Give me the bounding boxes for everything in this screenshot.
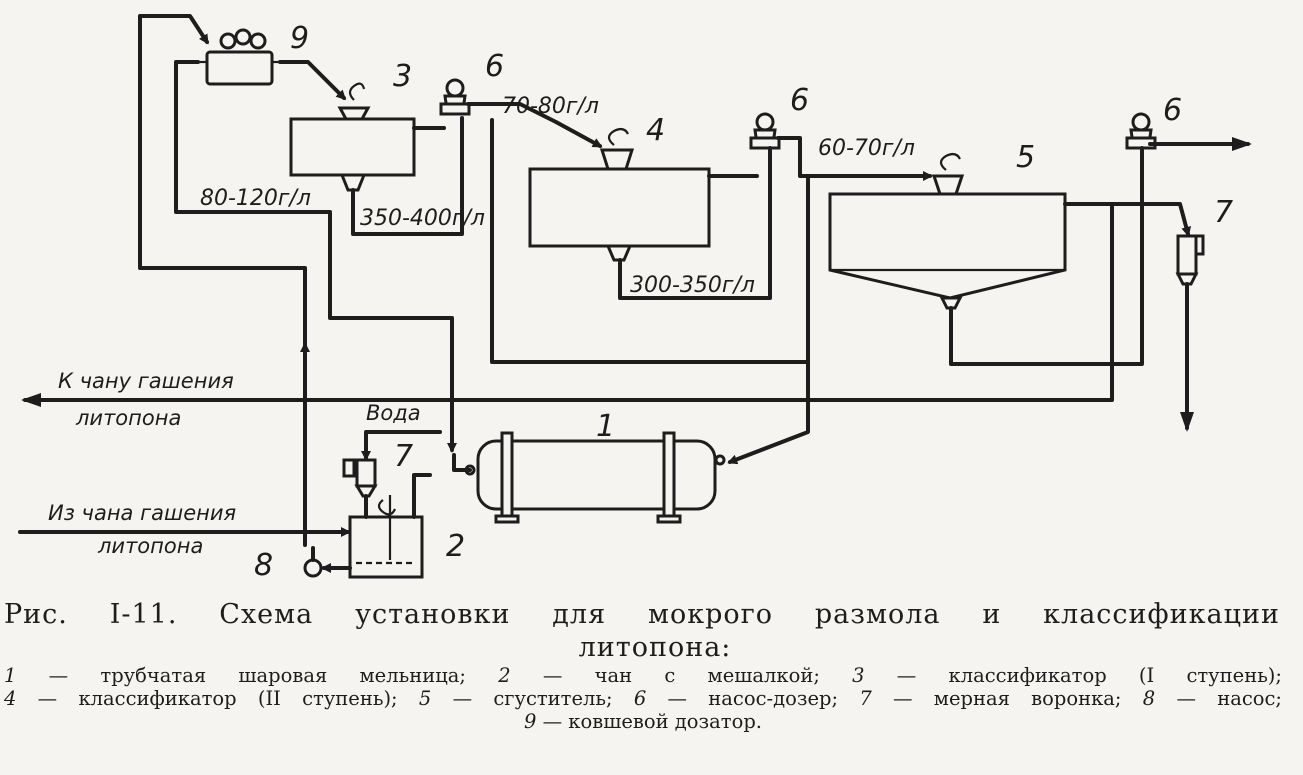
dosing-pump-6b: [749, 112, 781, 150]
label-4: 4: [646, 113, 665, 148]
label-3: 3: [393, 59, 412, 94]
legend-text: — ковшевой дозатор.: [536, 710, 763, 733]
legend-num: 7: [859, 687, 872, 710]
caption-title-line2: литопона:: [578, 632, 732, 663]
legend-num: 3: [852, 664, 865, 687]
conc-70-80: 70-80г/л: [502, 94, 599, 119]
flow-from-label-1: Из чана гашения: [48, 501, 236, 525]
flow-from-label-2: литопона: [97, 534, 203, 558]
legend-text: — чан с мешалкой;: [510, 664, 853, 687]
caption-title-line1: Рис. I-11. Схема установки для мокрого р…: [4, 599, 1280, 630]
conc-300-350: 300-350г/л: [630, 273, 755, 298]
legend-num: 2: [498, 664, 511, 687]
label-1: 1: [596, 409, 615, 444]
legend-num: 4: [4, 687, 17, 710]
figure-caption: Рис. I-11. Схема установки для мокрого р…: [0, 598, 1290, 733]
legend-num: 9: [523, 710, 537, 733]
equipment-numbers: 1 2 3 4 5 6 6 6 7 7 8 9: [254, 21, 1233, 583]
label-9: 9: [290, 21, 309, 56]
legend-text: — трубчатая шаровая мельница;: [16, 664, 499, 687]
conc-350-400: 350-400г/л: [360, 206, 485, 231]
legend-num: 5: [418, 687, 432, 710]
label-6b: 6: [790, 83, 809, 118]
pump-8: [303, 558, 323, 578]
classifier-stage-2: [528, 127, 711, 262]
measuring-funnel-7a: [342, 458, 378, 498]
legend-text: — классификатор (II ступень);: [16, 687, 419, 710]
thickener-5: [828, 152, 1067, 310]
label-6a: 6: [485, 49, 504, 84]
legend-num: 8: [1142, 687, 1156, 710]
legend-line-3: 9 — ковшевой дозатор.: [4, 710, 1282, 733]
label-5: 5: [1016, 140, 1035, 175]
conc-80-120: 80-120г/л: [200, 186, 311, 211]
label-7b: 7: [1214, 195, 1233, 230]
label-7a: 7: [394, 439, 413, 474]
tube-ball-mill-1: [464, 431, 726, 524]
label-2: 2: [446, 529, 465, 564]
measuring-funnel-7b: [1175, 234, 1205, 286]
process-scheme: 1 2 3 4 5 6 6 6 7 7 8 9 80-120г/л 350-40…: [18, 14, 1252, 583]
concentration-labels: 80-120г/л 350-400г/л 70-80г/л 300-350г/л…: [200, 94, 915, 298]
legend-line-1: 1 — трубчатая шаровая мельница; 2 — чан …: [4, 664, 1282, 687]
flow-water-label: Вода: [366, 401, 421, 425]
flow-to-label-2: литопона: [75, 406, 181, 430]
legend-text: — насос;: [1155, 687, 1282, 710]
conc-60-70: 60-70г/л: [818, 136, 915, 161]
legend-text: — мерная воронка;: [871, 687, 1143, 710]
dosing-pump-6a: [439, 78, 471, 116]
legend-line-2: 4 — классификатор (II ступень); 5 — сгус…: [4, 687, 1282, 710]
pipelines: [18, 14, 1252, 573]
legend-text: — насос-дозер;: [646, 687, 860, 710]
label-6c: 6: [1163, 93, 1182, 128]
flow-labels: К чану гашения литопона Из чана гашения …: [48, 369, 421, 558]
flow-to-label-1: К чану гашения: [58, 369, 234, 393]
legend-num: 6: [633, 687, 647, 710]
classifier-stage-1: [289, 82, 416, 192]
legend-text: — сгуститель;: [431, 687, 634, 710]
legend-num: 1: [4, 664, 17, 687]
legend-text: — классификатор (I ступень);: [864, 664, 1282, 687]
label-8: 8: [254, 548, 273, 583]
stirred-tank-2: [348, 495, 424, 579]
bucket-dozer-9: [198, 28, 280, 86]
